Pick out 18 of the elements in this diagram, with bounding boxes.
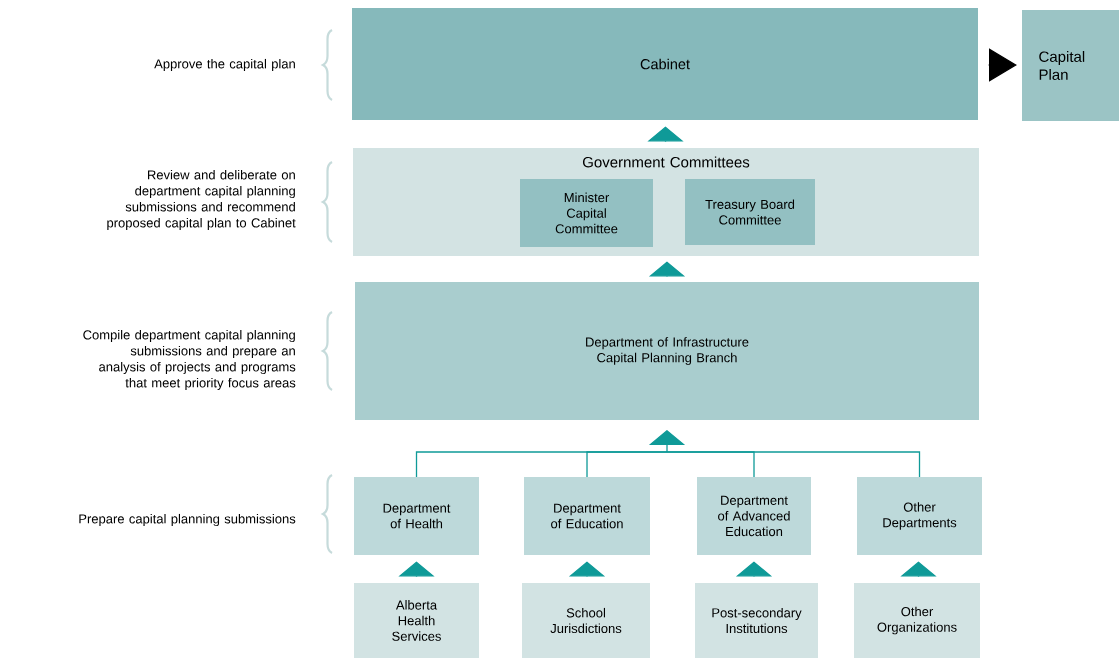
process-box: Department of Health	[354, 477, 479, 555]
step-description: Prepare capital planning submissions	[79, 513, 296, 527]
process-box: Alberta Health Services	[354, 583, 479, 658]
process-box: Other Organizations	[854, 583, 980, 658]
process-box: School Jurisdictions	[522, 583, 650, 658]
process-box: Department of Education	[524, 477, 650, 555]
process-box: Treasury Board Committee	[685, 179, 815, 245]
process-box: Department of Infrastructure Capital Planning Branch	[355, 282, 979, 420]
process-box: Department of Advanced Education	[697, 477, 811, 555]
process-box: Other Departments	[857, 477, 982, 555]
step-description: Review and deliberate on department capital planning submissions and recommend proposed capital plan to Cabinet	[107, 169, 296, 231]
process-box: Cabinet	[352, 8, 978, 120]
step-description: Compile department capital planning submissions and prepare an analysis of projects and programs that meet priority focus areas	[83, 329, 296, 391]
process-box: Minister Capital Committee	[520, 179, 653, 247]
process-box: Post-secondary Institutions	[695, 583, 818, 658]
step-description: Approve the capital plan	[154, 58, 295, 72]
arrow	[988, 48, 1017, 82]
result-box: Capital Plan	[1022, 10, 1119, 121]
